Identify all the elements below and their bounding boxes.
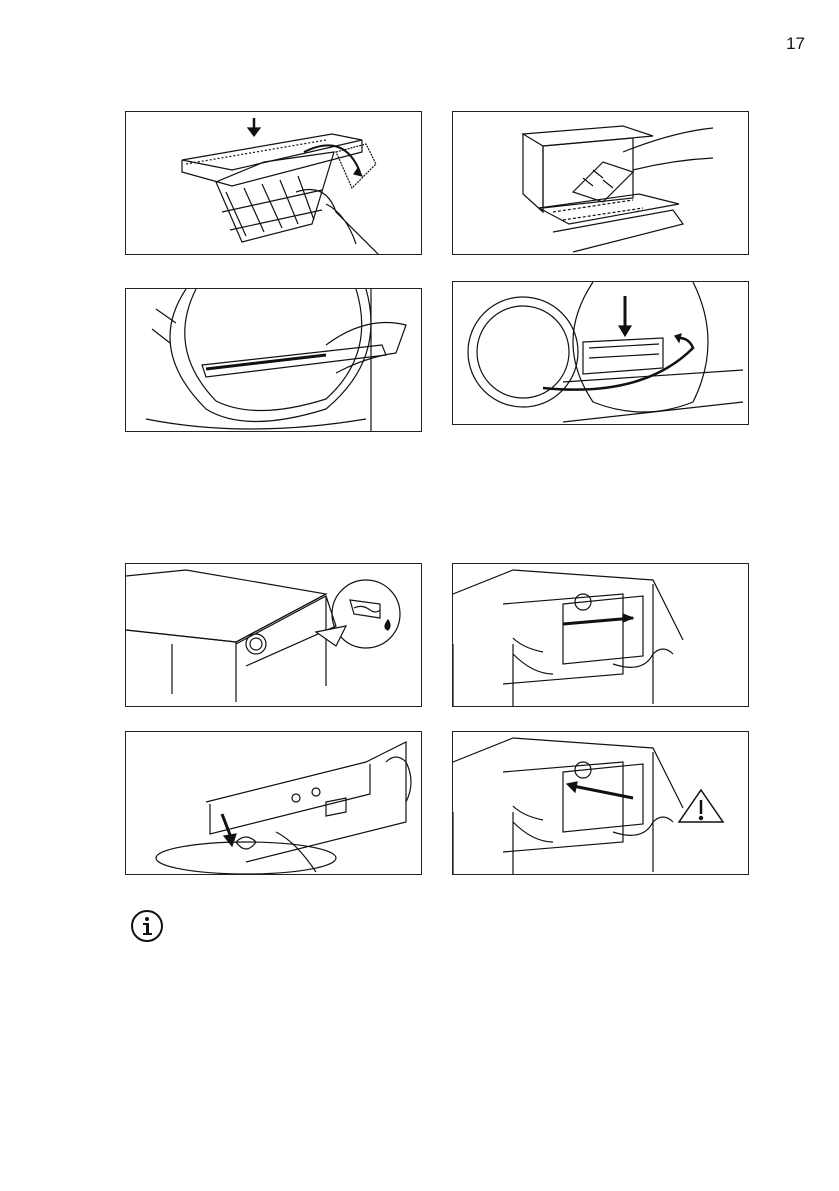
container-push-in-illustration bbox=[452, 731, 749, 875]
filter-cleaning-illustration bbox=[452, 111, 749, 255]
warning-triangle-icon bbox=[679, 790, 723, 822]
water-container-full-illustration bbox=[125, 563, 422, 707]
filter-removal-illustration bbox=[125, 111, 422, 255]
filter-insertion-illustration bbox=[452, 281, 749, 425]
container-pull-out-illustration bbox=[452, 563, 749, 707]
page-number: 17 bbox=[786, 34, 805, 54]
drum-seal-cleaning-illustration bbox=[125, 288, 422, 432]
container-emptying-illustration bbox=[125, 731, 422, 875]
info-icon bbox=[130, 909, 164, 943]
